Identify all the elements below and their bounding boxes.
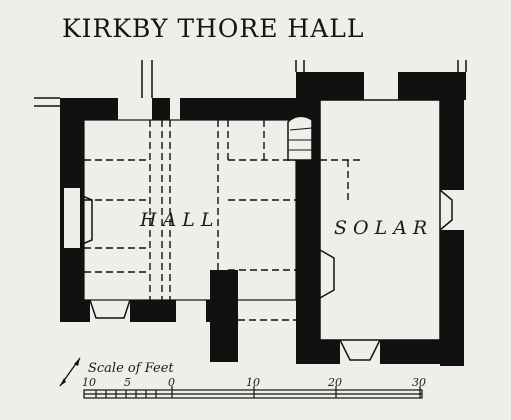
fireplace-solar	[319, 249, 335, 299]
window-north-1	[118, 98, 152, 120]
north-wall-west	[60, 98, 170, 120]
doorway-south	[176, 300, 206, 322]
dashed-partitions	[84, 120, 360, 321]
fireplace-west	[79, 194, 93, 246]
south-projection	[210, 270, 238, 362]
scale-tick: 20	[327, 376, 342, 389]
solar-outline	[319, 99, 441, 341]
bay-east-lower	[439, 259, 457, 311]
bay-east-upper	[439, 109, 457, 161]
stair-treads	[289, 127, 313, 151]
window-west	[64, 188, 80, 248]
east-wall	[440, 100, 464, 366]
scale-tick: 0	[168, 376, 175, 389]
bays	[79, 109, 457, 361]
extensions	[34, 60, 467, 107]
room-label-solar: SOLAR	[334, 217, 433, 239]
north-arrow-tail-icon	[60, 378, 66, 386]
scale-tick: 10	[246, 376, 260, 389]
scale-tick: 30	[412, 376, 426, 389]
window-south-hall	[90, 300, 130, 322]
bay-south-hall	[89, 299, 131, 319]
window-north-solar	[364, 72, 398, 100]
scale-label: Scale of Feet	[88, 361, 174, 376]
north-arrow-head-icon	[74, 358, 80, 366]
newel-stair	[287, 115, 313, 161]
hall-outline	[83, 119, 297, 301]
scale-bar: Scale of Feet 10 5 0 10 20 30	[59, 357, 426, 399]
bay-east	[439, 189, 453, 231]
plan-title: KIRKBY THORE HALL	[62, 14, 365, 43]
scale-ruler	[83, 386, 423, 399]
north-wall-middle	[180, 98, 300, 120]
scale-tick: 5	[124, 376, 131, 389]
scale-tick: 10	[82, 376, 96, 389]
room-label-hall: HALL	[139, 209, 220, 231]
bay-south-solar	[339, 339, 381, 361]
